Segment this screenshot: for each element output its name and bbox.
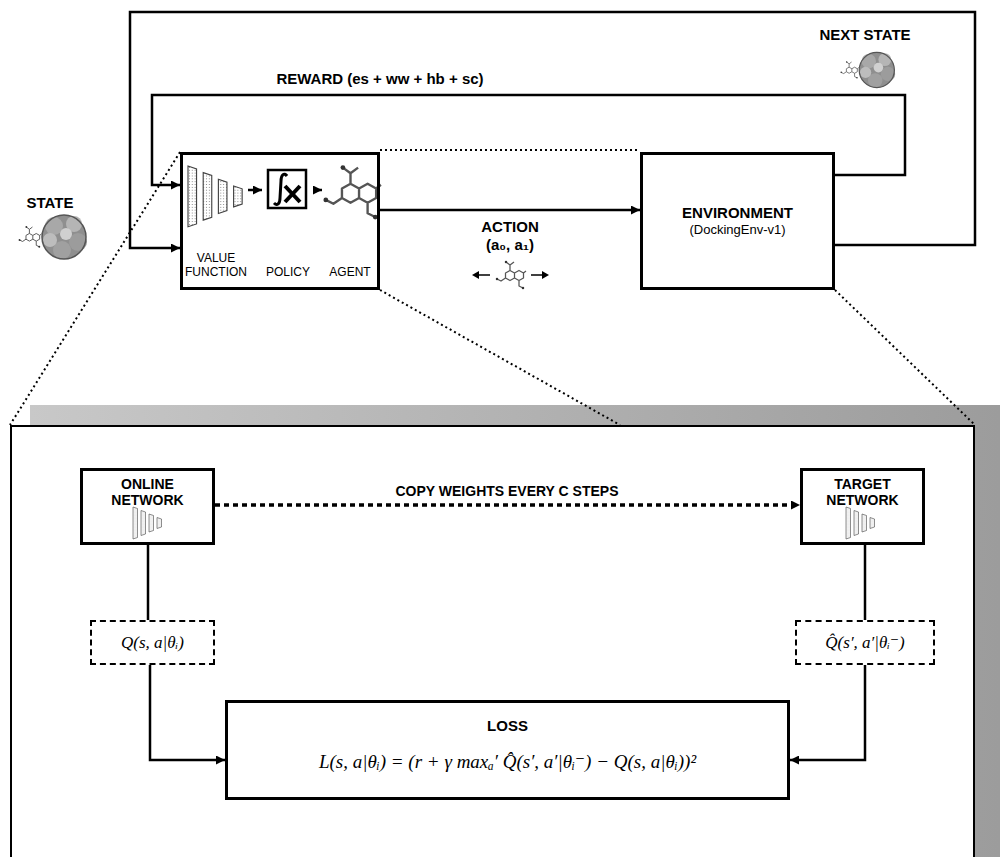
network-box: TARGET NETWORK bbox=[800, 468, 925, 545]
copy-connector bbox=[215, 503, 800, 507]
q-value-box: Q(s, a|θᵢ) bbox=[90, 620, 215, 665]
state-complex bbox=[19, 215, 87, 259]
flow-arrow bbox=[248, 189, 262, 192]
node-text: POLICY bbox=[266, 266, 310, 280]
node-text: L(s, a|θᵢ) = (r + γ maxₐ′ Q̂(s′, a′|θᵢ⁻)… bbox=[319, 750, 696, 773]
node-text: VALUE FUNCTION bbox=[184, 252, 248, 280]
zoom-lines bbox=[10, 150, 975, 425]
agent-box: VALUE FUNCTION POLICY AGENT bbox=[180, 152, 380, 290]
node-text: TARGET NETWORK bbox=[823, 476, 903, 508]
flow-arrow bbox=[380, 209, 640, 212]
policy-unit: POLICY bbox=[262, 158, 314, 284]
network-box: ONLINE NETWORK bbox=[80, 468, 215, 545]
network-icon bbox=[846, 507, 875, 539]
agent-unit: AGENT bbox=[322, 158, 378, 284]
edge-label: REWARD (es + ww + hb + sc) bbox=[265, 70, 495, 88]
state-label: STATE bbox=[20, 194, 80, 211]
agent-molecule bbox=[323, 165, 380, 219]
flow-arrow bbox=[790, 665, 865, 760]
environment-box: ENVIRONMENT(DockingEnv-v1) bbox=[640, 152, 835, 290]
flow-arrow bbox=[314, 189, 322, 192]
loss-box: LOSS L(s, a|θᵢ) = (r + γ maxₐ′ Q̂(s′, a′|… bbox=[225, 700, 790, 800]
edge-label: NEXT STATE bbox=[810, 26, 920, 44]
edge-label: ACTION (a₀, a₁) bbox=[472, 218, 548, 254]
node-text: AGENT bbox=[329, 266, 370, 280]
network-icon bbox=[188, 166, 242, 227]
action-illustration bbox=[472, 261, 549, 290]
network-icon bbox=[133, 507, 162, 539]
panel-ground bbox=[10, 425, 975, 857]
policy-icon bbox=[268, 170, 306, 208]
edge-label: COPY WEIGHTS EVERY C STEPS bbox=[327, 483, 687, 500]
flow-arrow bbox=[150, 665, 225, 760]
flow-arrow bbox=[130, 12, 975, 248]
node-text: LOSS bbox=[487, 716, 528, 736]
q-value-box: Q̂(s′, a′|θᵢ⁻) bbox=[795, 620, 935, 665]
flow-arrow bbox=[864, 545, 867, 620]
node-text: ONLINE NETWORK bbox=[108, 476, 188, 508]
node-text: ENVIRONMENT bbox=[682, 203, 793, 223]
node-text: Q̂(s′, a′|θᵢ⁻) bbox=[825, 632, 904, 653]
flow-arrow bbox=[152, 95, 905, 185]
node-text: (DockingEnv-v1) bbox=[689, 222, 785, 239]
node-text: Q(s, a|θᵢ) bbox=[121, 633, 184, 653]
flow-arrow bbox=[147, 545, 150, 620]
next-state-complex bbox=[840, 52, 895, 87]
value-function-unit: VALUE FUNCTION bbox=[184, 158, 248, 284]
